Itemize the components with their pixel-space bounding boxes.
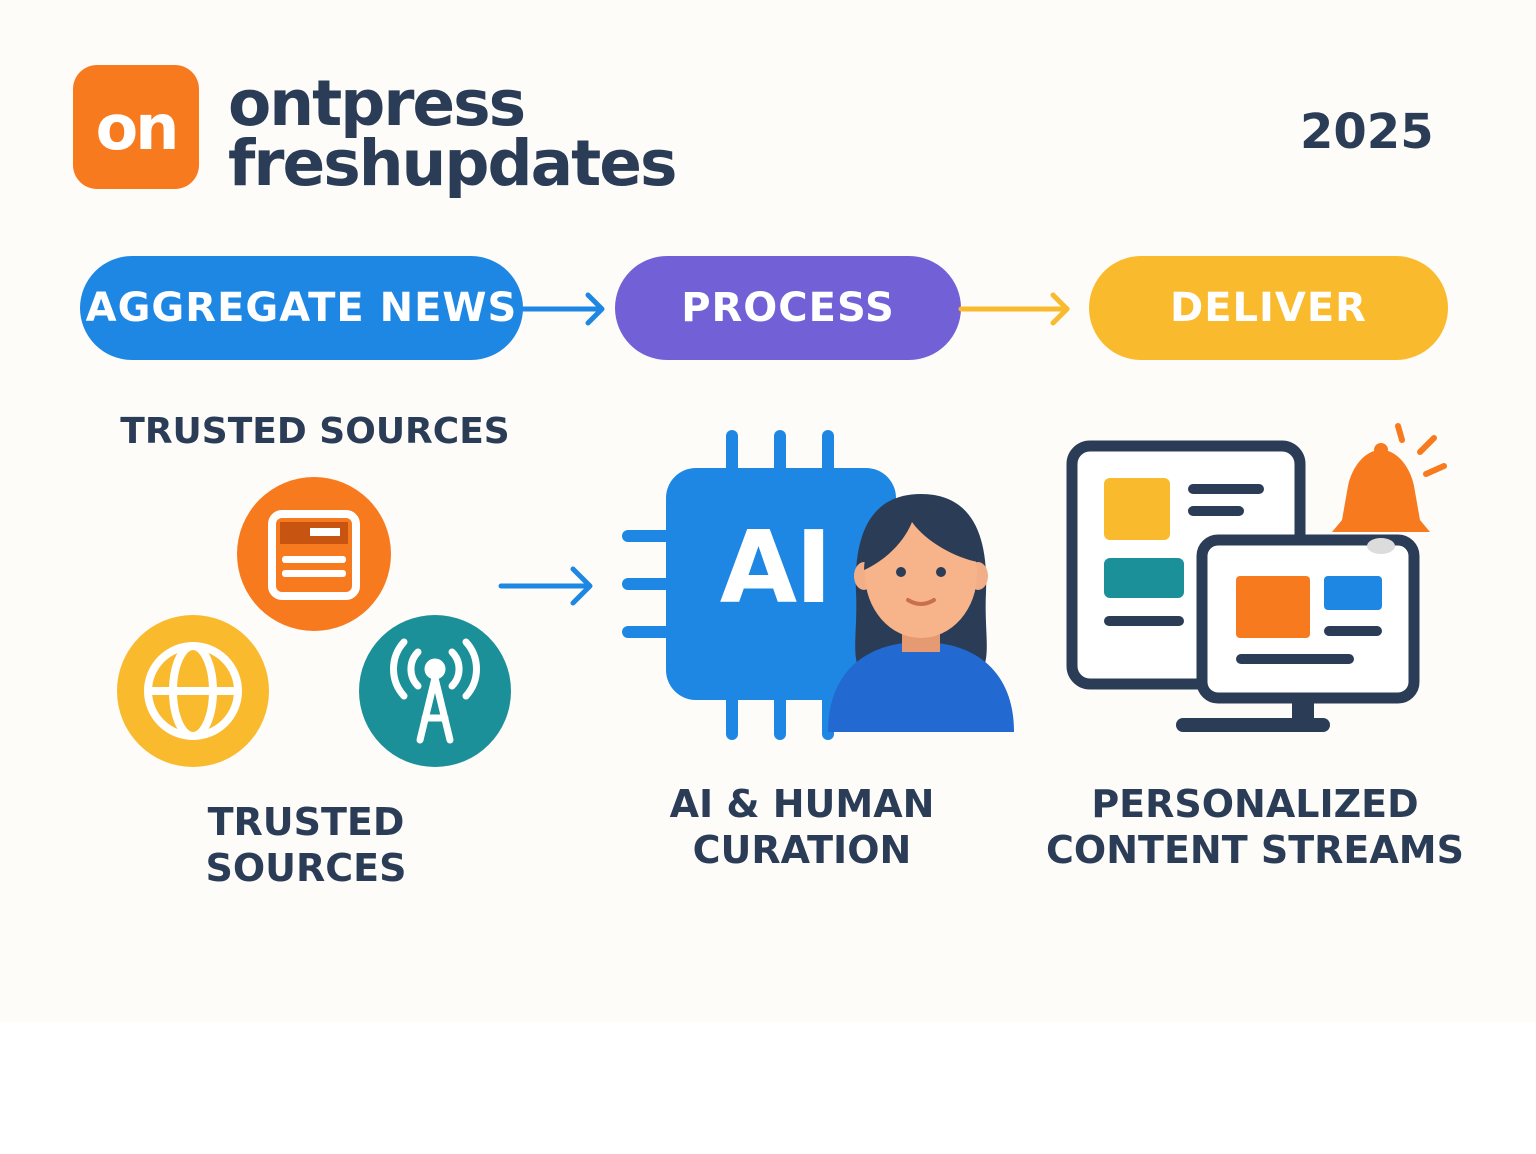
step-aggregate-news: AGGREGATE NEWS — [80, 256, 523, 360]
notification-bell-icon — [1332, 423, 1447, 554]
sources-caption-line2: SOURCES — [205, 846, 407, 890]
diagram-canvas: on ontpress freshupdates 2025 AGGREGATE … — [73, 65, 1464, 890]
step-deliver: DELIVER — [1089, 256, 1448, 360]
brand-name-line2: freshupdates — [228, 127, 677, 200]
logo-badge: on — [73, 65, 199, 189]
monitor-icon — [1176, 534, 1420, 732]
broadcast-tower-icon — [359, 615, 511, 767]
deliver-caption-line1: PERSONALIZED — [1091, 782, 1419, 826]
globe-icon — [117, 615, 269, 767]
process-caption-line1: AI & HUMAN — [669, 782, 935, 826]
deliver-caption-line2: CONTENT STREAMS — [1046, 828, 1464, 872]
sources-heading: TRUSTED SOURCES — [120, 411, 510, 452]
ai-chip-label: AI — [719, 509, 833, 626]
flow-arrows — [498, 292, 1070, 606]
arrow-process-to-deliver-icon — [958, 292, 1070, 326]
year-label: 2025 — [1300, 104, 1434, 160]
arrow-aggregate-to-process-icon — [520, 292, 605, 326]
ai-chip-icon — [622, 430, 896, 740]
arrow-sources-to-ai-icon — [498, 566, 593, 606]
process-caption-line2: CURATION — [692, 828, 912, 872]
step-process: PROCESS — [615, 256, 961, 360]
curator-person-icon — [828, 494, 1014, 732]
sources-caption-line1: TRUSTED — [207, 800, 405, 844]
newspaper-icon — [237, 477, 391, 631]
brand-name-line1: ontpress — [228, 67, 526, 140]
